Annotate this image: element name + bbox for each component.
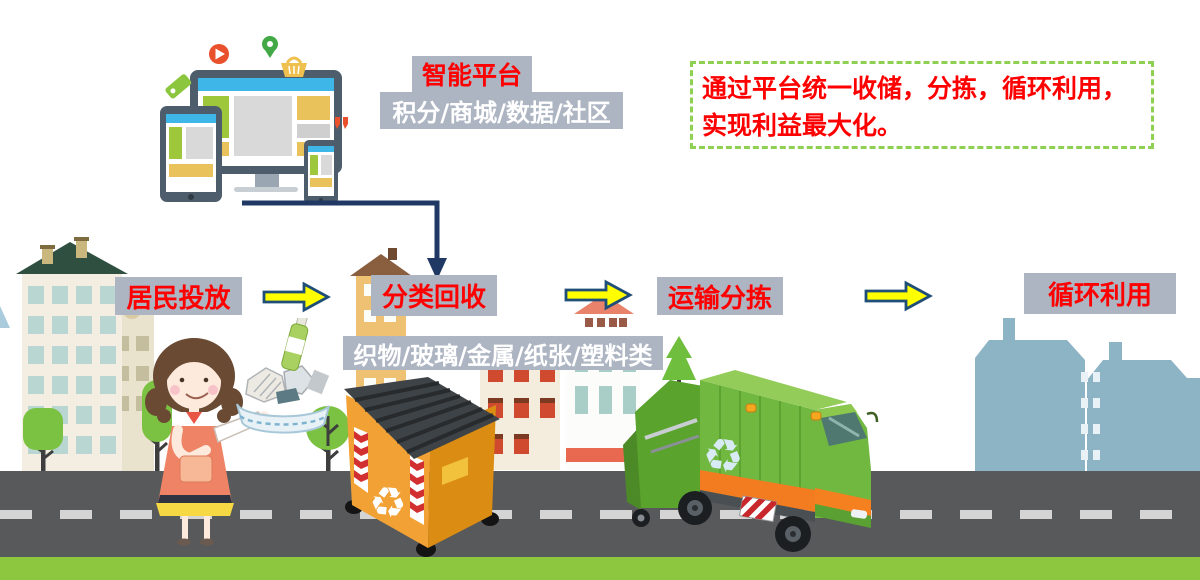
trash-items	[245, 365, 330, 404]
shopping-basket-icon	[281, 56, 307, 77]
warning-plate	[738, 495, 778, 523]
quote-icon	[335, 117, 348, 129]
step-label-recycling: 循环利用	[1024, 273, 1176, 314]
callout-line-1: 通过平台统一收储，分拣，循环利用，	[702, 74, 1128, 103]
smartphone-icon	[304, 140, 338, 204]
benefit-callout: 通过平台统一收储，分拣，循环利用， 实现利益最大化。	[690, 61, 1154, 149]
bottle	[281, 318, 309, 371]
beacon-lights	[745, 403, 822, 421]
location-pin-icon	[262, 36, 278, 58]
hazard-stripes	[354, 427, 424, 525]
lid-ribs	[354, 381, 494, 454]
platform-to-collection-connector	[242, 200, 447, 280]
platform-subtitle: 积分/商城/数据/社区	[380, 92, 623, 129]
edge-building-fragment	[0, 306, 10, 328]
step-label-sorted-collection: 分类回收	[371, 275, 497, 316]
flow-arrow-1	[262, 281, 331, 313]
smart-platform-devices-illustration	[160, 36, 348, 204]
road-center-line	[0, 510, 1200, 519]
truck-wheels	[632, 491, 811, 552]
step-label-transport-sorting: 运输分拣	[657, 277, 783, 315]
play-icon	[209, 44, 229, 64]
tray	[236, 403, 330, 434]
grass-strip	[0, 557, 1200, 580]
garbage-truck-illustration: ♻	[623, 370, 879, 552]
recycle-icon: ♻	[367, 476, 410, 529]
price-tag-icon	[165, 74, 192, 99]
flow-arrow-2	[564, 279, 633, 311]
step-label-residents: 居民投放	[115, 277, 242, 315]
platform-title: 智能平台	[412, 56, 532, 92]
building-windows	[28, 286, 116, 454]
dumpster-illustration: ♻	[344, 377, 500, 557]
truck-cab	[815, 404, 879, 528]
tree	[23, 408, 63, 474]
tablet-icon	[160, 106, 222, 202]
flow-arrow-3	[864, 280, 933, 312]
callout-line-2: 实现利益最大化。	[702, 111, 903, 140]
resident-woman-illustration	[145, 318, 330, 546]
waste-categories-label: 织物/玻璃/金属/纸张/塑料类	[343, 336, 663, 370]
